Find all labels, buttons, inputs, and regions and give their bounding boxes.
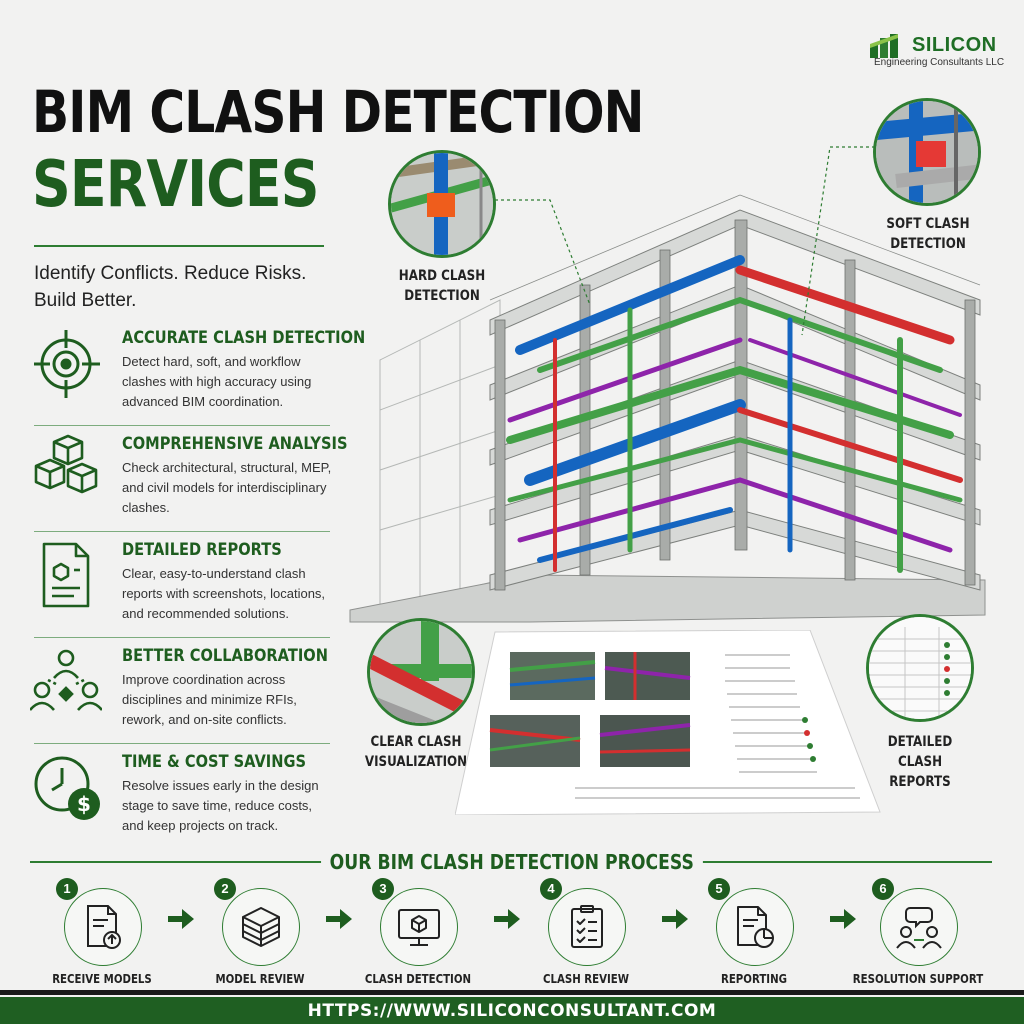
- arrow-right-icon: [326, 909, 352, 929]
- detailed-reports-callout-image: [866, 614, 974, 722]
- clock-dollar-icon: $: [34, 756, 100, 820]
- feature-description: Clear, easy-to-understand clash reports …: [122, 566, 326, 621]
- footer-rule: [0, 990, 1024, 995]
- step-label: MODEL REVIEW: [215, 972, 305, 986]
- hard-clash-label-line1: HARD CLASH: [398, 268, 486, 284]
- svg-text:$: $: [77, 792, 91, 816]
- step-number: 4: [540, 878, 562, 900]
- report-table-icon: [869, 617, 971, 719]
- feature-title: BETTER COLLABORATION: [122, 646, 328, 666]
- report-pie-icon: [737, 906, 774, 948]
- feature-time-cost-savings: $ TIME & COST SAVINGS Resolve issues ear…: [28, 746, 324, 836]
- step-number: 3: [372, 878, 394, 900]
- step-label: RECEIVE MODELS: [52, 972, 152, 986]
- hard-clash-leader-line: [495, 199, 591, 306]
- process-step-receive-models: 1 RECEIVE MODELS: [42, 878, 162, 998]
- footer-bar: HTTPS://WWW.SILICONCONSULTANT.COM: [0, 997, 1024, 1024]
- silicon-logo-icon: [870, 34, 898, 58]
- soft-clash-label-line1: SOFT CLASH: [886, 216, 970, 232]
- detailed-reports-label: DETAILED CLASH REPORTS: [866, 732, 975, 792]
- arrow-right-icon: [830, 909, 856, 929]
- feature-description: Resolve issues early in the design stage…: [122, 778, 319, 833]
- brand-name: SILICON: [912, 34, 997, 56]
- document-upload-icon: [87, 905, 121, 949]
- hard-clash-pipes-icon: [391, 153, 493, 255]
- website-link[interactable]: HTTPS://WWW.SILICONCONSULTANT.COM: [307, 1001, 717, 1021]
- clash-visualization-label-line1: CLEAR CLASH: [370, 734, 462, 750]
- tagline-line2: Build Better.: [34, 290, 137, 311]
- divider: [34, 743, 330, 744]
- layers-cube-icon: [242, 907, 280, 947]
- soft-clash-pipes-icon: [876, 101, 978, 203]
- clash-visualization-label: CLEAR CLASH VISUALIZATION: [363, 732, 468, 772]
- process-step-reporting: 5 REPORTING: [694, 878, 814, 998]
- feature-description: Improve coordination across disciplines …: [122, 672, 297, 727]
- people-handshake-icon: [896, 907, 942, 949]
- report-document-icon: [42, 542, 90, 608]
- soft-clash-callout-image: [873, 98, 981, 206]
- brand-subtitle: Engineering Consultants LLC: [874, 57, 1005, 68]
- page-title-line1: BIM CLASH DETECTION: [32, 78, 644, 146]
- process-step-clash-detection: 3 CLASH DETECTION: [358, 878, 478, 998]
- monitor-cube-icon: [398, 909, 440, 946]
- step-label: REPORTING: [720, 972, 788, 986]
- process-step-model-review: 2 MODEL REVIEW: [200, 878, 320, 998]
- tagline: Identify Conflicts. Reduce Risks. Build …: [34, 260, 344, 314]
- step-circle: [880, 888, 958, 966]
- divider: [34, 637, 330, 638]
- feature-title: TIME & COST SAVINGS: [122, 752, 306, 772]
- target-icon: [34, 330, 100, 398]
- team-collaboration-icon: [30, 649, 102, 711]
- soft-clash-label: SOFT CLASH DETECTION: [875, 214, 980, 254]
- hard-clash-callout-image: [388, 150, 496, 258]
- building-mep-illustration: [349, 194, 986, 623]
- step-number: 5: [708, 878, 730, 900]
- cubes-icon: [34, 434, 98, 494]
- step-label: RESOLUTION SUPPORT: [852, 972, 984, 986]
- step-number: 2: [214, 878, 236, 900]
- step-label: CLASH REVIEW: [542, 972, 630, 986]
- detailed-reports-label-line1: DETAILED CLASH: [887, 734, 953, 770]
- feature-comprehensive-analysis: COMPREHENSIVE ANALYSIS Check architectur…: [28, 428, 347, 532]
- feature-description: Check architectural, structural, MEP, an…: [122, 460, 332, 515]
- arrow-right-icon: [494, 909, 520, 929]
- process-title: OUR BIM CLASH DETECTION PROCESS: [321, 850, 703, 874]
- brand-logo: SILICON Engineering Consultants LLC: [868, 30, 1018, 70]
- clash-visualization-callout-image: [367, 618, 475, 726]
- step-number: 6: [872, 878, 894, 900]
- step-circle: [548, 888, 626, 966]
- hard-clash-label: HARD CLASH DETECTION: [389, 266, 494, 306]
- step-number: 1: [56, 878, 78, 900]
- feature-description: Detect hard, soft, and workflow clashes …: [122, 354, 312, 409]
- process-section-title: OUR BIM CLASH DETECTION PROCESS: [0, 850, 1024, 874]
- divider: [34, 425, 330, 426]
- step-label: CLASH DETECTION: [364, 972, 472, 986]
- soft-clash-label-line2: DETECTION: [890, 236, 966, 252]
- feature-title: DETAILED REPORTS: [122, 540, 282, 560]
- detailed-reports-label-line2: REPORTS: [889, 774, 951, 790]
- clash-report-sheet: [455, 630, 881, 815]
- hard-clash-label-line2: DETECTION: [404, 288, 480, 304]
- arrow-right-icon: [168, 909, 194, 929]
- process-step-clash-review: 4 CLASH REVIEW: [526, 878, 646, 998]
- process-step-resolution-support: 6 RESOLUTION SUPPORT: [853, 878, 983, 998]
- checklist-icon: [571, 905, 603, 948]
- soft-clash-leader-line: [801, 146, 875, 336]
- feature-better-collaboration: BETTER COLLABORATION Improve coordinatio…: [28, 640, 330, 744]
- feature-title: COMPREHENSIVE ANALYSIS: [122, 434, 348, 454]
- feature-title: ACCURATE CLASH DETECTION: [122, 328, 366, 348]
- clash-visualization-label-line2: VISUALIZATION: [364, 754, 468, 770]
- feature-accurate-clash-detection: ACCURATE CLASH DETECTION Detect hard, so…: [28, 322, 365, 426]
- page-title-line2: SERVICES: [32, 148, 319, 222]
- tagline-line1: Identify Conflicts. Reduce Risks.: [34, 263, 307, 284]
- title-divider: [34, 245, 324, 247]
- arrow-right-icon: [662, 909, 688, 929]
- feature-detailed-reports: DETAILED REPORTS Clear, easy-to-understa…: [28, 534, 330, 638]
- step-circle: [716, 888, 794, 966]
- divider: [34, 531, 330, 532]
